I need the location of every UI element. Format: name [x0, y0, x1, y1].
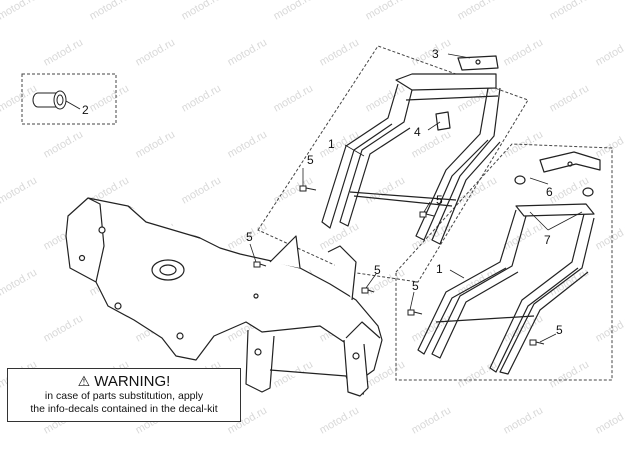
watermark-text: motod.ru	[272, 0, 316, 23]
warning-notice: ⚠WARNING! in case of parts substitution,…	[7, 368, 241, 422]
watermark-text: motod.ru	[180, 82, 224, 114]
watermark-text: motod.ru	[364, 82, 408, 114]
watermark-text: motod.ru	[88, 0, 132, 23]
callout-6: 6	[546, 185, 553, 199]
watermark-text: motod.ru	[180, 0, 224, 23]
callout-5d: 5	[374, 263, 381, 277]
callout-4: 4	[414, 125, 421, 139]
watermark-text: motod.ru	[594, 404, 625, 436]
warning-heading: ⚠WARNING!	[8, 373, 240, 390]
callout-5a: 5	[307, 153, 314, 167]
callout-3: 3	[432, 47, 439, 61]
rear-subframe-b	[417, 151, 601, 375]
watermark-text: motod.ru	[42, 128, 86, 160]
warning-line-2: the info-decals contained in the decal-k…	[30, 403, 218, 415]
callout-1a: 1	[328, 137, 335, 151]
leader-lines	[249, 53, 583, 343]
bushing-part	[32, 90, 81, 110]
watermark-text: motod.ru	[548, 0, 592, 23]
watermark-text: motod.ru	[272, 174, 316, 206]
watermark-text: motod.ru	[594, 220, 625, 252]
warning-line-1: in case of parts substitution, apply	[44, 390, 204, 402]
watermark-text: motod.ru	[548, 266, 592, 298]
watermark-text: motod.ru	[0, 266, 39, 298]
watermark-text: motod.ru	[456, 0, 500, 23]
watermark-text: motod.ru	[318, 36, 362, 68]
watermark-text: motod.ru	[134, 128, 178, 160]
watermark-text: motod.ru	[272, 82, 316, 114]
callout-numbers: 1 1 2 3 4 5 5 5 5 5 5 6 7	[82, 47, 563, 337]
watermark-text: motod.ru	[502, 404, 546, 436]
watermark-text: motod.ru	[364, 0, 408, 23]
callout-1b: 1	[436, 262, 443, 276]
callout-7: 7	[544, 233, 551, 247]
watermark-text: motod.ru	[318, 128, 362, 160]
main-frame	[65, 197, 383, 397]
watermark-text: motod.ru	[318, 404, 362, 436]
callout-5b: 5	[436, 193, 443, 207]
watermark-text: motod.ru	[0, 0, 39, 23]
watermark-text: motod.ru	[548, 82, 592, 114]
watermark-text: motod.ru	[226, 36, 270, 68]
watermark-text: motod.ru	[42, 36, 86, 68]
watermark-text: motod.ru	[364, 174, 408, 206]
watermark-text: motod.ru	[410, 404, 454, 436]
watermark-text: motod.ru	[180, 174, 224, 206]
callout-2: 2	[82, 103, 89, 117]
watermark-text: motod.ru	[548, 358, 592, 390]
watermark-text: motod.ru	[42, 312, 86, 344]
warning-title: WARNING!	[94, 373, 171, 390]
watermark-text: motod.ru	[594, 128, 625, 160]
watermark-text: motod.ru	[594, 312, 625, 344]
watermark-text: motod.ru	[0, 174, 39, 206]
bolts	[253, 185, 545, 346]
callout-5f: 5	[556, 323, 563, 337]
callout-5c: 5	[246, 230, 253, 244]
watermark-text: motod.ru	[594, 36, 625, 68]
warning-triangle-icon: ⚠	[77, 373, 91, 389]
bushing-detail-box	[21, 73, 117, 125]
watermark-text: motod.ru	[502, 36, 546, 68]
watermark-text: motod.ru	[226, 128, 270, 160]
watermark-text: motod.ru	[88, 82, 132, 114]
callout-5e: 5	[412, 279, 419, 293]
watermark-text: motod.ru	[134, 36, 178, 68]
